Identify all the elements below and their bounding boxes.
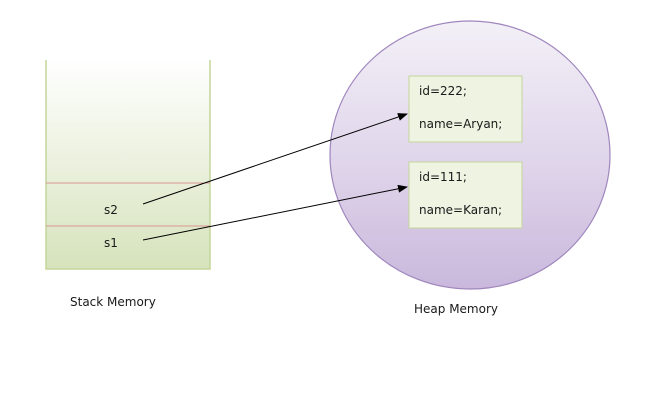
heap-memory: id=222; name=Aryan; id=111; name=Karan;: [329, 20, 611, 290]
object-box: [408, 161, 523, 229]
object-box: [408, 75, 523, 143]
arrow-s1-to-karan: [142, 184, 408, 241]
heap-circle: [329, 20, 611, 290]
object-name: name=Aryan;: [419, 117, 502, 131]
heap-object-karan: id=111; name=Karan;: [408, 161, 523, 229]
stack-background: [46, 60, 210, 269]
heap-memory-label: Heap Memory: [414, 302, 498, 316]
object-id: id=111;: [419, 170, 467, 184]
object-name: name=Karan;: [419, 203, 502, 217]
stack-border: [45, 60, 211, 270]
arrow-s2-to-aryan: [142, 113, 408, 205]
stack-memory-label: Stack Memory: [70, 295, 156, 309]
stack-slot-s2: s2: [104, 203, 118, 217]
stack-slot-s1: s1: [104, 236, 118, 250]
stack-memory: s2 s1: [45, 60, 211, 270]
object-id: id=222;: [419, 84, 467, 98]
heap-object-aryan: id=222; name=Aryan;: [408, 75, 523, 143]
